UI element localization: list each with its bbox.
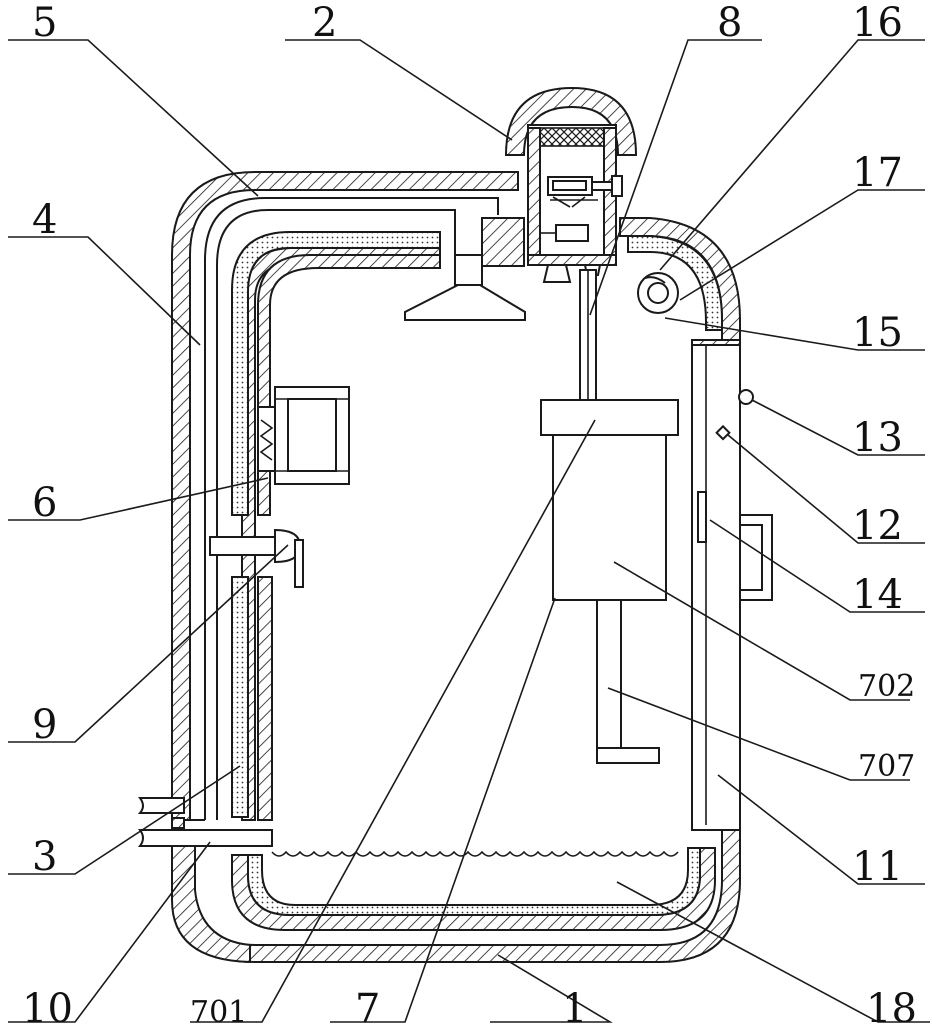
part-labels: 5 2 8 16 17 4 15 13 12 6 14 702 707 9 3 … xyxy=(22,0,917,1032)
label-707: 707 xyxy=(858,749,915,784)
label-10: 10 xyxy=(22,986,73,1032)
top-housing xyxy=(506,88,636,282)
label-18: 18 xyxy=(866,986,917,1032)
fan-motor xyxy=(258,387,349,484)
label-16: 16 xyxy=(852,0,903,46)
label-15: 15 xyxy=(852,310,903,356)
label-11: 11 xyxy=(852,844,903,890)
side-door xyxy=(692,340,740,830)
label-6: 6 xyxy=(32,480,57,526)
label-9: 9 xyxy=(32,702,57,748)
indicator-light xyxy=(739,390,753,404)
fan-assembly xyxy=(638,273,678,313)
label-7: 7 xyxy=(355,986,380,1032)
label-8: 8 xyxy=(717,0,742,46)
label-12: 12 xyxy=(852,503,903,549)
water-surface xyxy=(272,852,678,856)
label-4: 4 xyxy=(32,197,57,243)
cylinder-assembly xyxy=(541,400,678,763)
bottom-insulation xyxy=(232,848,715,930)
label-702: 702 xyxy=(858,669,915,704)
label-701: 701 xyxy=(190,995,247,1030)
label-1: 1 xyxy=(562,986,587,1032)
label-17: 17 xyxy=(852,150,903,196)
label-13: 13 xyxy=(852,415,903,461)
label-2: 2 xyxy=(312,0,337,46)
label-5: 5 xyxy=(32,0,57,46)
label-3: 3 xyxy=(32,834,57,880)
drain-valve xyxy=(210,530,303,587)
label-14: 14 xyxy=(852,572,903,618)
lift-rod xyxy=(580,270,596,400)
